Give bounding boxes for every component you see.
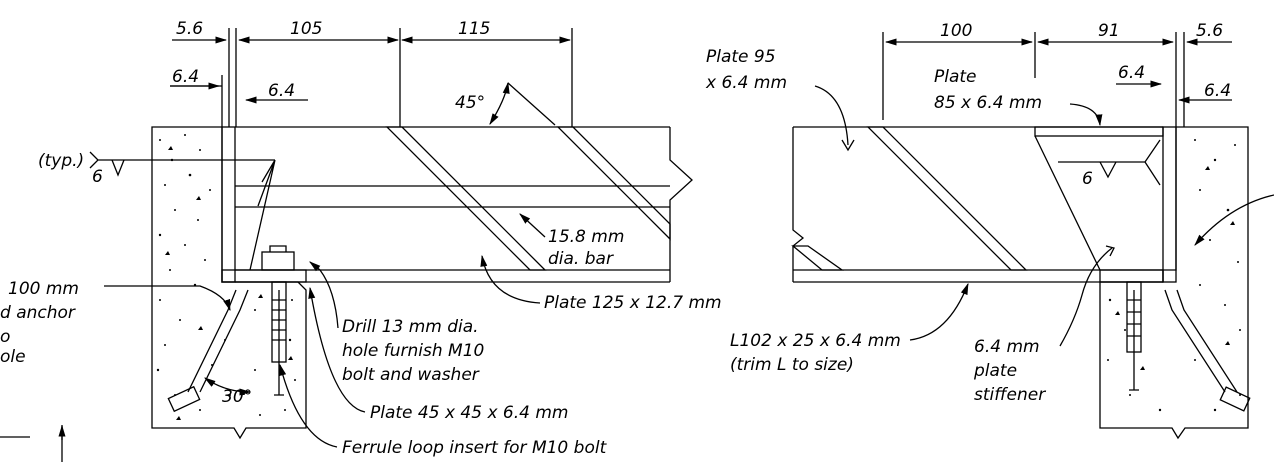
right-concrete-stipple xyxy=(1107,139,1241,412)
right-top-dimensions xyxy=(882,32,1232,127)
angle-label-2: (trim L to size) xyxy=(730,355,854,375)
dim-left-6-4-a: 6.4 xyxy=(172,67,199,87)
dim-right-100: 100 xyxy=(940,21,972,41)
typ-label: (typ.) xyxy=(38,151,84,171)
drill-label-1: Drill 13 mm dia. xyxy=(342,317,479,337)
left-slab-break xyxy=(669,127,693,282)
plate85-label-2: 85 x 6.4 mm xyxy=(934,93,1042,113)
anchor-label-2: d anchor xyxy=(0,303,76,323)
left-slab-outline xyxy=(235,126,670,283)
plate125-label: Plate 125 x 12.7 mm xyxy=(544,293,722,313)
stiffener-leader xyxy=(1059,247,1113,347)
left-weld-symbol xyxy=(111,159,125,177)
left-concrete-stipple xyxy=(156,134,296,420)
plate45-leader xyxy=(308,286,366,413)
left-bolt xyxy=(261,245,295,396)
anchor-leader xyxy=(104,285,231,312)
right-diagonal-plate-2 xyxy=(791,245,845,271)
plate95-leader-tick xyxy=(841,139,855,152)
left-weld-leader xyxy=(89,151,276,271)
right-diagonal-plate-1 xyxy=(866,126,1028,271)
stiffener-label-3: stiffener xyxy=(974,385,1046,405)
right-weld-leader xyxy=(1058,139,1161,186)
left-diagonal-plate-1 xyxy=(385,126,547,271)
anchor-label-3: o xyxy=(0,327,10,347)
right-slab-outline xyxy=(792,126,1163,283)
ferrule-label: Ferrule loop insert for M10 bolt xyxy=(342,438,608,458)
dim-left-6-4-b: 6.4 xyxy=(268,81,295,101)
right-concrete-block xyxy=(1099,126,1249,440)
bar-label-2: dia. bar xyxy=(548,249,614,269)
drill-label-3: bolt and washer xyxy=(342,365,480,385)
stiffener-label-2: plate xyxy=(973,361,1017,381)
dim-left-115: 115 xyxy=(458,19,490,39)
dim-right-6-4-b: 6.4 xyxy=(1204,81,1231,101)
lower-left-fragment xyxy=(0,425,63,462)
right-anchor xyxy=(1164,289,1251,412)
dim-left-105: 105 xyxy=(290,19,322,39)
left-rebar-lines xyxy=(235,185,670,208)
stiffener-leader-tick xyxy=(1105,245,1115,257)
weld-size-left: 6 xyxy=(92,167,103,187)
right-top-plate xyxy=(1034,126,1164,137)
stiffener-label-1: 6.4 mm xyxy=(974,337,1040,357)
drill-leader xyxy=(309,261,339,329)
left-top-dimensions xyxy=(170,28,573,127)
angle-leader xyxy=(909,282,969,341)
right-bolt xyxy=(1126,281,1142,391)
plate95-leader xyxy=(814,85,849,146)
dim-left-5-6: 5.6 xyxy=(176,19,203,39)
drill-label-2: hole furnish M10 xyxy=(342,341,484,361)
plate95-label-1: Plate 95 xyxy=(706,47,776,67)
right-vertical-plate xyxy=(1162,126,1177,283)
anchor-label-4: ole xyxy=(0,347,26,367)
dim-right-6-4-a: 6.4 xyxy=(1118,63,1145,83)
right-bottom-angle xyxy=(1099,269,1164,283)
plate125-leader xyxy=(480,254,541,304)
right-detail: 6 100 91 5.6 6.4 6.4 Plate 95 x 6.4 mm xyxy=(705,21,1274,440)
right-stiffener xyxy=(1034,135,1101,271)
ferrule-leader xyxy=(279,363,338,448)
weld-size-right: 6 xyxy=(1082,169,1093,189)
plate85-leader xyxy=(1069,103,1103,127)
dim-left-45-deg: 45° xyxy=(455,93,485,113)
anchor-label-1: 100 mm xyxy=(8,279,79,299)
right-edge-leader xyxy=(1194,194,1274,246)
angle-45-arc xyxy=(489,81,510,125)
bar-label-1: 15.8 mm xyxy=(548,227,624,247)
angle-45-ray xyxy=(507,82,556,126)
plate95-label-2: x 6.4 mm xyxy=(705,73,787,93)
left-diagonal-plate-2 xyxy=(556,126,671,241)
dim-right-5-6: 5.6 xyxy=(1196,21,1223,41)
angle-label-1: L102 x 25 x 6.4 mm xyxy=(730,331,901,351)
plate85-label-1: Plate xyxy=(934,67,977,87)
left-vertical-plate xyxy=(221,126,236,283)
dim-right-91: 91 xyxy=(1098,21,1120,41)
plate45-label: Plate 45 x 45 x 6.4 mm xyxy=(370,403,568,423)
angle-30-label: 30° xyxy=(222,387,252,407)
bar-leader xyxy=(519,213,546,238)
left-detail: 5.6 105 115 6.4 6.4 45° (typ.) 6 15.8 mm… xyxy=(0,19,722,462)
right-weld-symbol xyxy=(1099,161,1117,179)
angle-30-arc xyxy=(204,377,252,396)
